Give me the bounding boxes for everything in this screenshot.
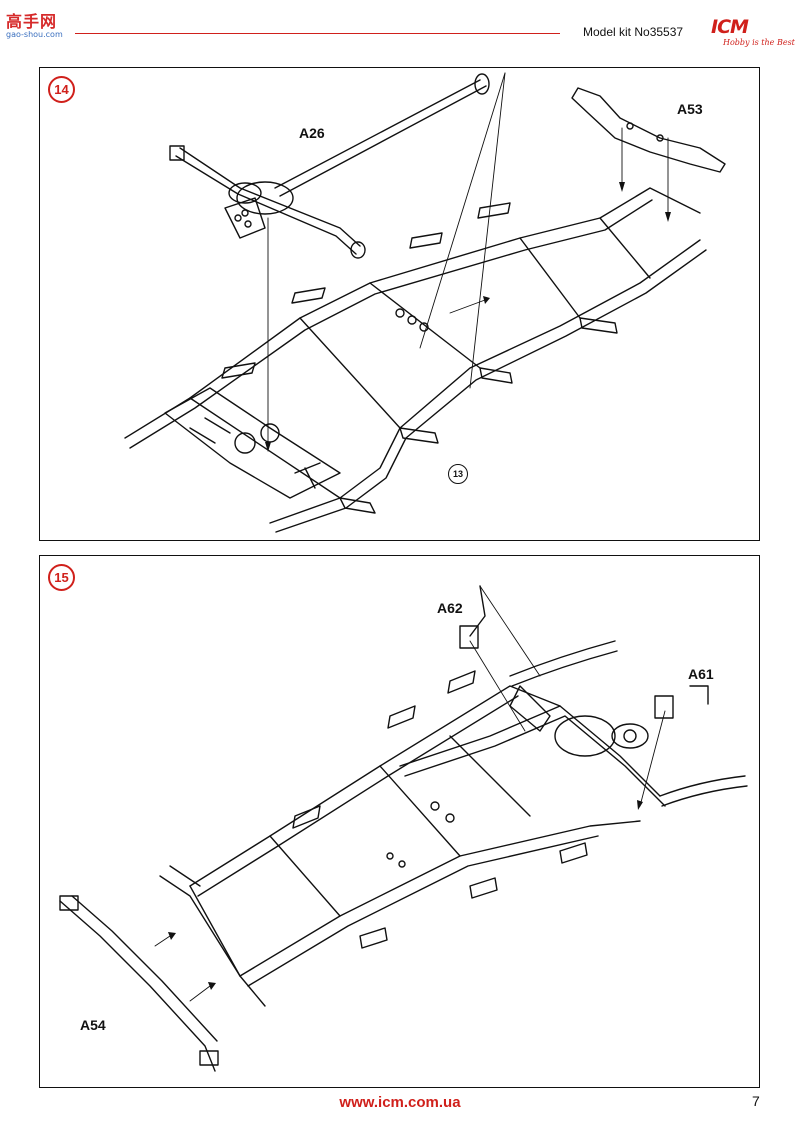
step-number-badge: 15 bbox=[48, 564, 75, 591]
watermark-logo-text: 高手网 bbox=[6, 12, 58, 31]
suspension-assembly-drawing bbox=[59, 585, 748, 1072]
part-label-a54: A54 bbox=[80, 1017, 106, 1033]
logo-tagline: Hobby is the Best bbox=[723, 38, 795, 47]
cross-bracket-part bbox=[571, 87, 726, 173]
front-leaf-spring bbox=[59, 865, 266, 1072]
part-label-a26: A26 bbox=[299, 125, 325, 141]
watermark-subtitle: gao-shou.com bbox=[6, 30, 63, 39]
rear-axle-part bbox=[169, 73, 490, 259]
part-label-a53: A53 bbox=[677, 101, 703, 117]
page-number: 7 bbox=[752, 1093, 760, 1109]
website-link[interactable]: www.icm.com.ua bbox=[339, 1094, 461, 1111]
step-14-panel: 14 bbox=[39, 67, 760, 541]
chassis-frame bbox=[189, 670, 641, 987]
header-divider bbox=[75, 33, 560, 34]
step-15-panel: 15 bbox=[39, 555, 760, 1088]
icm-logo: ICM Hobby is the Best bbox=[711, 16, 795, 56]
reference-step-badge: 13 bbox=[448, 464, 468, 484]
model-kit-number: Model kit No35537 bbox=[583, 25, 684, 39]
rear-axle-housing bbox=[399, 685, 666, 807]
step-number-badge: 14 bbox=[48, 76, 75, 103]
shock-absorbers bbox=[459, 585, 709, 719]
site-watermark: 高手网 gao-shou.com bbox=[6, 8, 70, 42]
chassis-frame bbox=[124, 187, 707, 533]
rear-leaf-springs bbox=[509, 640, 748, 807]
part-label-a61: A61 bbox=[688, 666, 714, 682]
logo-brand: ICM bbox=[711, 16, 749, 38]
frame-assembly-drawing bbox=[124, 72, 726, 533]
part-label-a62: A62 bbox=[437, 600, 463, 616]
